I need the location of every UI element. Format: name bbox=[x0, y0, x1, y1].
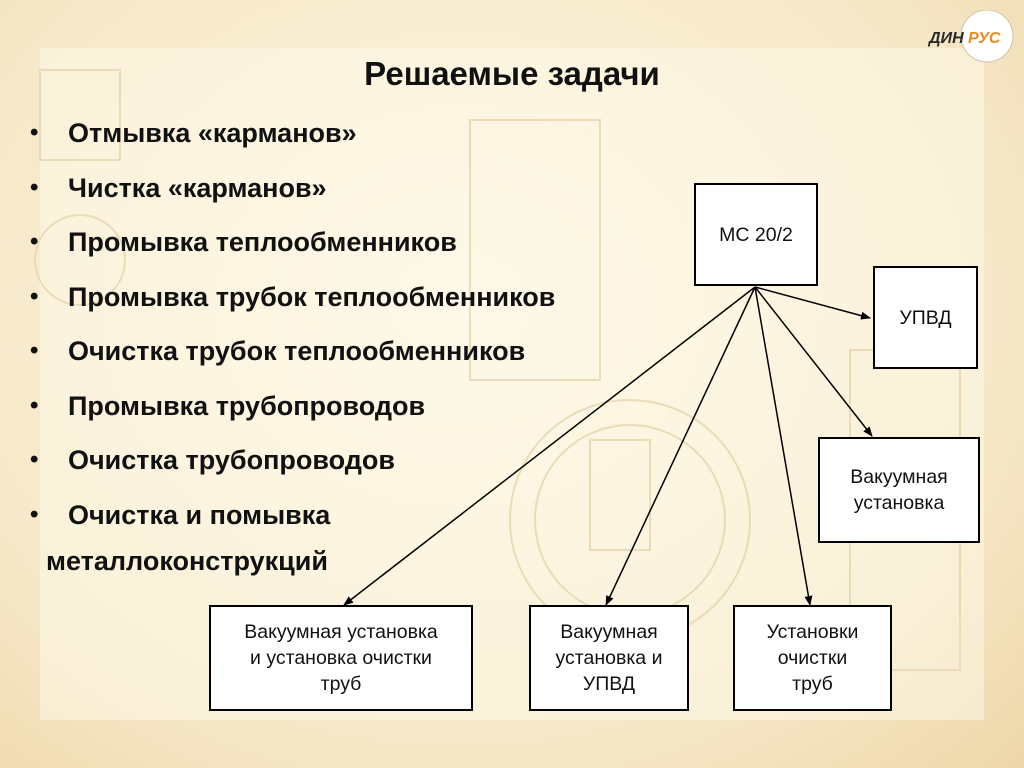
node-vacuum-and-upvd: Вакуумная установка и УПВД bbox=[529, 605, 689, 711]
bullet-icon: • bbox=[30, 173, 39, 201]
node-label: Вакуумная установка bbox=[850, 466, 948, 514]
list-item-continuation: металлоконструкций bbox=[46, 546, 328, 576]
list-item-text: Промывка теплообменников bbox=[68, 227, 457, 257]
watermark-panel bbox=[469, 119, 601, 381]
logo-text-left: ДИН bbox=[927, 30, 964, 47]
list-item-text: Очистка трубопроводов bbox=[68, 445, 395, 475]
node-label: Установки очистки труб bbox=[766, 621, 859, 695]
node-source: МС 20/2 bbox=[694, 183, 818, 286]
node-upvd: УПВД bbox=[873, 266, 978, 369]
bullet-icon: • bbox=[30, 500, 39, 528]
node-label: Вакуумная установка и установка очистки … bbox=[244, 621, 438, 695]
list-item: • Промывка трубопроводов bbox=[30, 385, 555, 440]
list-item-text: Промывка трубопроводов bbox=[68, 390, 426, 421]
list-item: • Очистка трубопроводов bbox=[30, 439, 555, 494]
node-vacuum: Вакуумная установка bbox=[818, 437, 980, 543]
list-item-text: Очистка и помывка bbox=[68, 499, 331, 530]
list-item-text: Очистка трубок теплообменников bbox=[68, 336, 526, 366]
arrow-to-vacuum bbox=[754, 286, 873, 437]
list-item: • Очистка трубок теплообменников bbox=[30, 330, 555, 385]
node-label: МС 20/2 bbox=[719, 223, 793, 246]
node-label: Вакуумная установка и УПВД bbox=[555, 621, 663, 695]
bullet-icon: • bbox=[30, 446, 39, 473]
list-item-text: Чистка «карманов» bbox=[68, 172, 327, 203]
bullet-icon: • bbox=[30, 391, 39, 419]
bullet-icon: • bbox=[30, 282, 39, 310]
list-item: • Промывка теплообменников bbox=[30, 221, 555, 276]
bullet-icon: • bbox=[30, 228, 39, 255]
page-title: Решаемые задачи bbox=[364, 55, 660, 92]
list-item: • Промывка трубок теплообменников bbox=[30, 276, 555, 331]
logo-text-right: РУС bbox=[968, 30, 1001, 47]
list-item: • Отмывка «карманов» bbox=[30, 112, 555, 167]
node-vacuum-and-pipe: Вакуумная установка и установка очистки … bbox=[209, 605, 473, 711]
watermark-frame bbox=[589, 439, 651, 551]
watermark-gear bbox=[39, 69, 121, 161]
arrow-to-vacuum-and-pipe bbox=[343, 286, 756, 606]
node-pipe-cleaning: Установки очистки труб bbox=[733, 605, 892, 711]
watermark-gear-2 bbox=[34, 214, 126, 306]
arrow-to-pipe-cleaning bbox=[754, 286, 813, 606]
company-logo: ДИН РУС bbox=[927, 10, 1014, 63]
list-item-text: Промывка трубок теплообменников bbox=[68, 281, 556, 312]
list-item: • Очистка и помывка bbox=[30, 494, 555, 549]
bullet-icon: • bbox=[30, 119, 39, 146]
bullet-icon: • bbox=[30, 337, 39, 364]
arrow-to-vacuum-and-upvd bbox=[605, 286, 756, 606]
list-item: • Чистка «карманов» bbox=[30, 167, 555, 222]
arrow-to-upvd bbox=[754, 286, 871, 320]
task-list: • Отмывка «карманов» • Чистка «карманов» •… bbox=[30, 112, 555, 548]
node-label: УПВД bbox=[899, 306, 952, 329]
list-item-text: Отмывка «карманов» bbox=[68, 118, 357, 148]
